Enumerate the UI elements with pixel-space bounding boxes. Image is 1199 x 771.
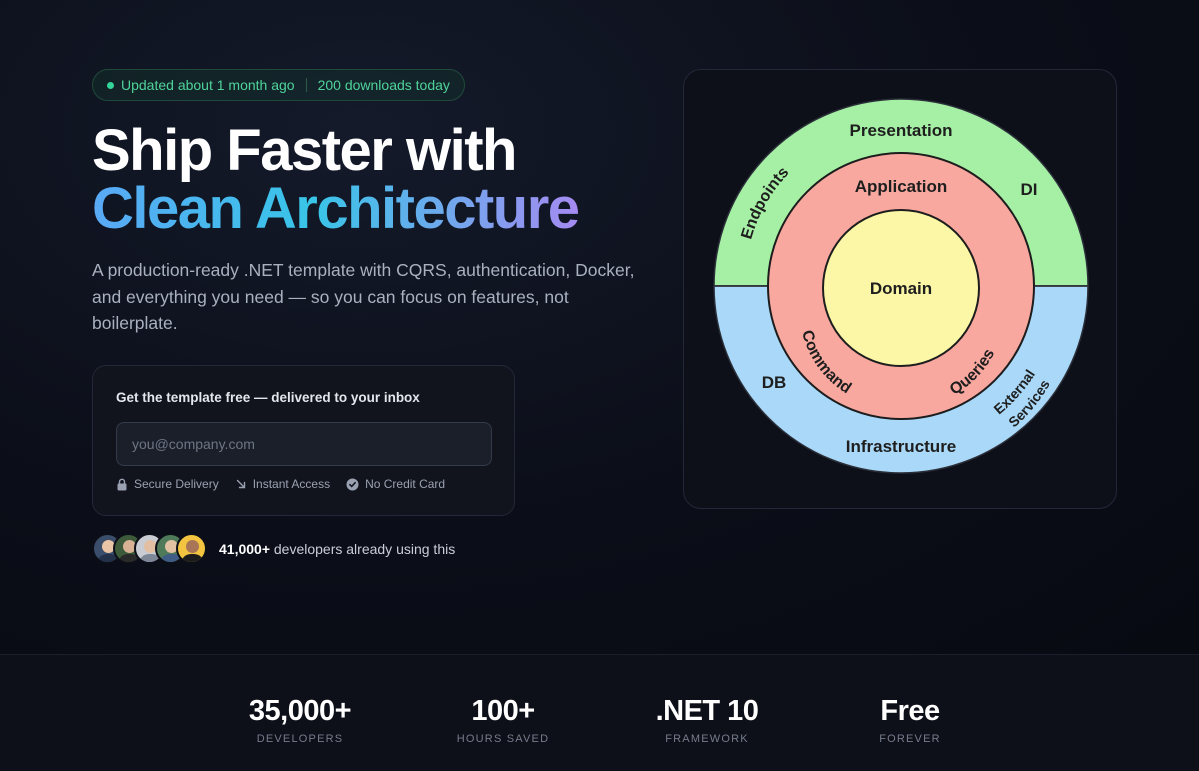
status-dot-icon	[107, 81, 114, 89]
headline-line2: Clean Architecture	[92, 176, 580, 241]
domain-layer	[822, 209, 980, 367]
di-label: DI	[1021, 180, 1038, 199]
email-input[interactable]	[116, 422, 492, 466]
stat-value: .NET 10	[655, 695, 759, 727]
signup-title: Get the template free — delivered to you…	[116, 390, 420, 405]
feature-label: No Credit Card	[365, 477, 446, 491]
social-proof-text: 41,000+ developers already using this	[219, 541, 455, 557]
domain-label: Domain	[870, 279, 932, 298]
feature-list: Secure Delivery Instant Access No Credit…	[116, 477, 491, 491]
stat-hours-saved: 100+ HOURS SAVED	[403, 695, 603, 745]
stat-free: Free FOREVER	[810, 695, 1010, 745]
avatar-group	[92, 533, 207, 564]
feature-label: Secure Delivery	[134, 477, 219, 491]
status-badge: Updated about 1 month ago 200 downloads …	[92, 69, 465, 101]
developer-count: 41,000+	[219, 540, 270, 557]
updated-text: Updated about 1 month ago	[121, 77, 295, 93]
architecture-diagram-card: Presentation DI Endpoints Application Do…	[680, 57, 1117, 509]
stat-developers: 35,000+ DEVELOPERS	[200, 695, 400, 745]
page-title: Ship Faster with Clean Architecture	[92, 118, 580, 241]
headline-line1: Ship Faster with	[92, 118, 517, 183]
stat-label: HOURS SAVED	[456, 733, 550, 745]
stat-value: 35,000+	[248, 695, 352, 727]
stat-value: 100+	[471, 695, 535, 727]
presentation-label: Presentation	[850, 121, 953, 140]
badge-divider	[305, 78, 307, 92]
check-circle-icon	[346, 478, 359, 490]
feature-no-credit-card: No Credit Card	[346, 477, 445, 491]
feature-label: Instant Access	[252, 477, 331, 491]
stat-label: FOREVER	[879, 733, 941, 745]
stat-label: DEVELOPERS	[256, 733, 344, 745]
lock-icon	[117, 478, 127, 490]
stat-label: FRAMEWORK	[665, 733, 749, 745]
signup-card: Get the template free — delivered to you…	[92, 365, 515, 516]
avatar	[176, 533, 207, 564]
arrow-down-right-icon	[236, 479, 245, 489]
hero-description: A production-ready .NET template with CQ…	[92, 260, 635, 333]
architecture-diagram: Presentation DI Endpoints Application Do…	[680, 57, 1089, 474]
stat-value: Free	[880, 695, 940, 727]
avatar	[92, 533, 123, 564]
social-proof-label: developers already using this	[273, 540, 456, 557]
db-label: DB	[762, 373, 787, 392]
infrastructure-label: Infrastructure	[846, 437, 957, 456]
downloads-text: 200 downloads today	[317, 77, 450, 93]
application-label: Application	[855, 177, 948, 196]
feature-instant-access: Instant Access	[235, 477, 330, 491]
feature-secure-delivery: Secure Delivery	[116, 477, 219, 491]
stat-framework: .NET 10 FRAMEWORK	[607, 695, 807, 745]
social-proof: 41,000+ developers already using this	[92, 533, 455, 564]
stats-band: 35,000+ DEVELOPERS 100+ HOURS SAVED .NET…	[0, 654, 1199, 771]
